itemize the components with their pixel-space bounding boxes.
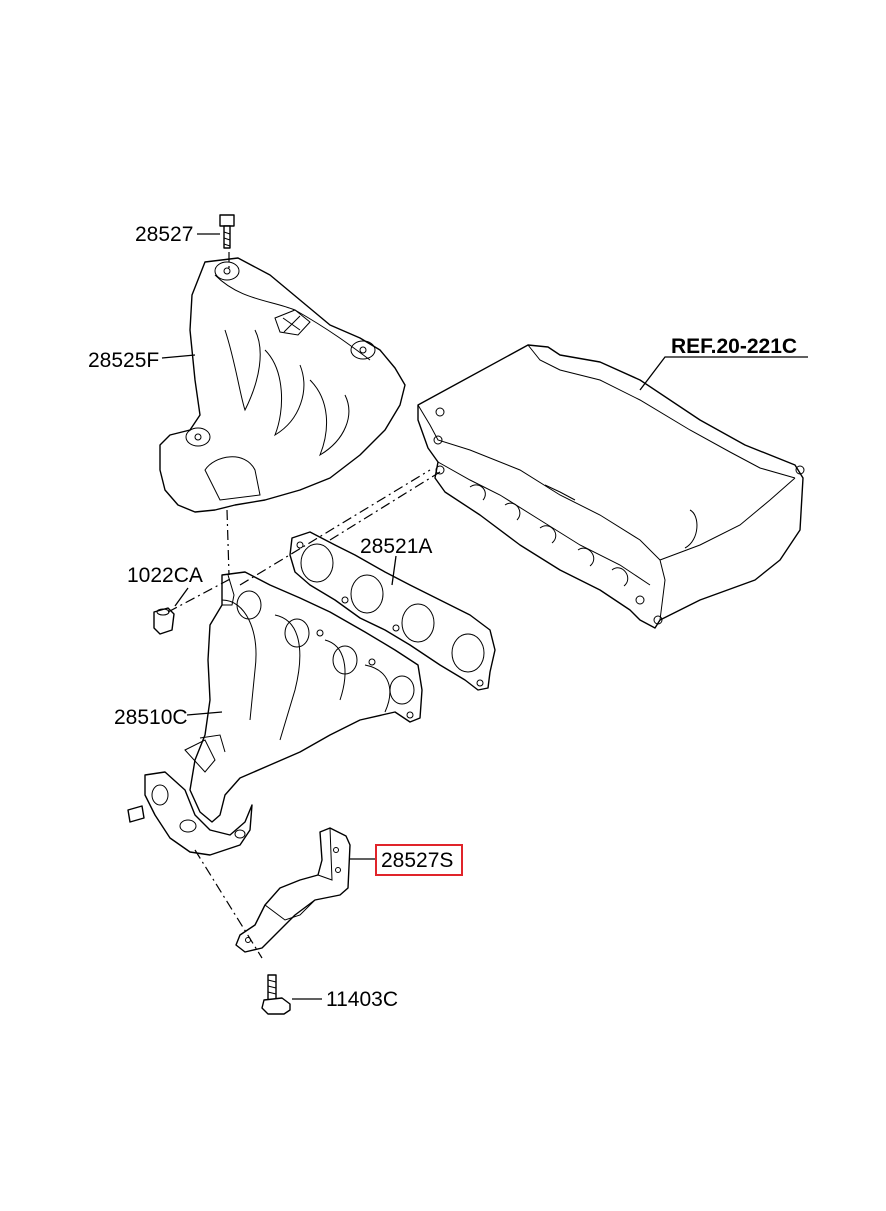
bolt-bottom-drawing	[261, 974, 291, 1015]
exhaust-manifold-drawing	[127, 571, 423, 856]
heat-shield-drawing	[159, 257, 406, 513]
label-nut: 1022CA	[127, 564, 203, 587]
nut-drawing	[153, 607, 175, 635]
bracket-drawing	[235, 827, 351, 953]
bolt-top-drawing	[219, 214, 235, 249]
cylinder-head-drawing	[417, 344, 805, 629]
assembly-centerlines	[167, 252, 441, 959]
label-bracket[interactable]: 28527S	[381, 849, 453, 872]
label-bolt-top: 28527	[135, 223, 193, 246]
label-manifold: 28510C	[114, 706, 188, 729]
label-bolt-bottom: 11403C	[326, 988, 398, 1011]
label-gasket: 28521A	[360, 535, 432, 558]
label-heat-shield: 28525F	[88, 349, 159, 372]
label-leaders	[161, 233, 808, 1000]
label-reference[interactable]: REF.20-221C	[671, 335, 797, 358]
highlight-box	[375, 844, 463, 876]
gasket-drawing	[289, 531, 496, 691]
